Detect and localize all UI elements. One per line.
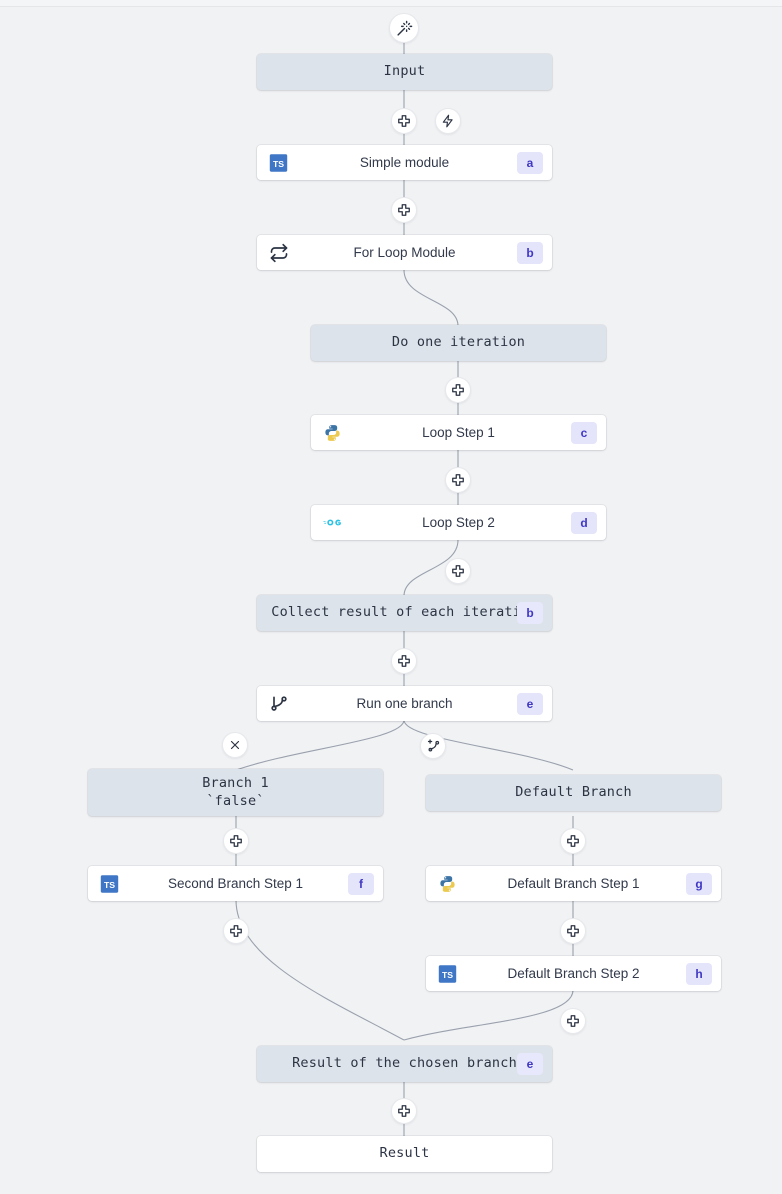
add-step-button-8[interactable] <box>560 828 586 854</box>
add-step-button-3[interactable] <box>445 377 471 403</box>
node-default-branch-step-1-label: Default Branch Step 1 <box>507 876 640 891</box>
node-second-branch-step-1-label: Second Branch Step 1 <box>167 876 304 891</box>
node-default-branch-label: Default Branch <box>515 784 632 801</box>
python-icon <box>323 423 342 442</box>
node-collect-result-label: Collect result of each iteration <box>271 604 538 621</box>
node-default-branch-step-1[interactable]: Default Branch Step 1 g <box>426 866 721 901</box>
plus-icon <box>229 924 243 938</box>
plus-icon <box>566 1014 580 1028</box>
svg-text:TS: TS <box>442 969 453 979</box>
node-result[interactable]: Result <box>257 1136 552 1172</box>
node-for-loop-module[interactable]: For Loop Module b <box>257 235 552 270</box>
add-step-button-1[interactable] <box>391 108 417 134</box>
plus-icon <box>451 473 465 487</box>
node-second-branch-step-1-badge: f <box>348 872 374 895</box>
node-loop-step-2-badge: d <box>571 511 597 534</box>
plus-icon <box>566 834 580 848</box>
node-result-label: Result <box>379 1145 430 1162</box>
node-input[interactable]: Input <box>257 54 552 90</box>
branch-icon <box>269 694 289 714</box>
node-default-branch-step-2-badge: h <box>686 962 712 985</box>
plus-icon <box>397 203 411 217</box>
typescript-icon: TS <box>269 153 288 172</box>
plus-icon <box>397 654 411 668</box>
node-collect-result[interactable]: Collect result of each iteration b <box>257 595 552 631</box>
plus-icon <box>451 383 465 397</box>
node-simple-module-badge: a <box>517 151 543 174</box>
node-input-label: Input <box>383 63 426 80</box>
add-step-button-10[interactable] <box>560 918 586 944</box>
node-second-branch-step-1[interactable]: TS Second Branch Step 1 f <box>88 866 383 901</box>
node-result-chosen-branch-badge: e <box>517 1053 543 1075</box>
node-branch-1[interactable]: Branch 1 `false` <box>88 769 383 816</box>
plus-icon <box>566 924 580 938</box>
node-loop-step-1-label: Loop Step 1 <box>422 425 495 440</box>
magic-wand-icon <box>396 20 413 37</box>
plus-icon <box>397 1104 411 1118</box>
add-step-button-11[interactable] <box>560 1008 586 1034</box>
add-step-button-7[interactable] <box>223 828 249 854</box>
node-simple-module[interactable]: TS Simple module a <box>257 145 552 180</box>
node-do-one-iteration-label: Do one iteration <box>391 334 526 351</box>
add-branch-button[interactable] <box>420 733 446 759</box>
node-collect-result-badge: b <box>517 602 543 624</box>
plus-icon <box>451 564 465 578</box>
add-step-button-9[interactable] <box>223 918 249 944</box>
node-default-branch[interactable]: Default Branch <box>426 775 721 811</box>
node-result-chosen-branch-label: Result of the chosen branch <box>292 1055 517 1072</box>
node-result-chosen-branch[interactable]: Result of the chosen branch e <box>257 1046 552 1082</box>
node-do-one-iteration[interactable]: Do one iteration <box>311 325 606 361</box>
node-default-branch-step-2-label: Default Branch Step 2 <box>507 966 640 981</box>
svg-text:TS: TS <box>104 879 115 889</box>
add-step-button-5[interactable] <box>445 558 471 584</box>
typescript-icon: TS <box>438 964 457 983</box>
node-branch-1-label: Branch 1 `false` <box>202 775 269 809</box>
node-default-branch-step-1-badge: g <box>686 872 712 895</box>
go-icon <box>323 513 342 532</box>
add-step-button-6[interactable] <box>391 648 417 674</box>
node-run-one-branch[interactable]: Run one branch e <box>257 686 552 721</box>
top-divider <box>0 0 782 7</box>
node-loop-step-2[interactable]: Loop Step 2 d <box>311 505 606 540</box>
node-loop-step-2-label: Loop Step 2 <box>422 515 495 530</box>
python-icon <box>438 874 457 893</box>
node-default-branch-step-2[interactable]: TS Default Branch Step 2 h <box>426 956 721 991</box>
node-loop-step-1[interactable]: Loop Step 1 c <box>311 415 606 450</box>
plus-icon <box>397 114 411 128</box>
add-step-button-4[interactable] <box>445 467 471 493</box>
loop-icon <box>269 243 289 263</box>
branch-plus-icon <box>426 738 441 754</box>
node-for-loop-module-badge: b <box>517 241 543 264</box>
ai-wand-button[interactable] <box>389 13 419 43</box>
typescript-icon: TS <box>100 874 119 893</box>
add-step-button-12[interactable] <box>391 1098 417 1124</box>
svg-text:TS: TS <box>273 158 284 168</box>
delete-branch-button[interactable] <box>222 732 248 758</box>
lightning-bolt-icon <box>441 114 455 128</box>
node-simple-module-label: Simple module <box>359 155 450 170</box>
close-icon <box>229 739 241 751</box>
add-trigger-button[interactable] <box>435 108 461 134</box>
plus-icon <box>229 834 243 848</box>
add-step-button-2[interactable] <box>391 197 417 223</box>
node-loop-step-1-badge: c <box>571 421 597 444</box>
node-run-one-branch-label: Run one branch <box>356 696 453 711</box>
node-run-one-branch-badge: e <box>517 692 543 715</box>
node-for-loop-module-label: For Loop Module <box>353 245 456 260</box>
